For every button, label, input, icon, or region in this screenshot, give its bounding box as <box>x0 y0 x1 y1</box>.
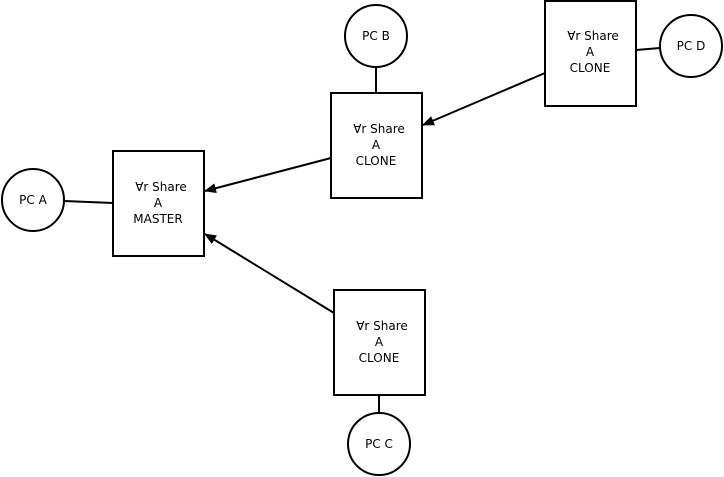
share-master-line2: A <box>154 196 163 210</box>
share-clone-c-line1: Ɐr Share <box>356 319 408 333</box>
share-clone-b-line2: A <box>372 138 381 152</box>
share-clone-c-line2: A <box>375 335 384 349</box>
pc-a-label: PC A <box>19 193 47 207</box>
pc-b-label: PC B <box>362 29 390 43</box>
clone-b-to-master-arrow <box>204 157 332 194</box>
share-master-line1: Ɐr Share <box>135 180 187 194</box>
share-clone-d-line3: CLONE <box>570 61 611 75</box>
share-clone-d-line2: A <box>586 45 595 59</box>
share-master-line3: MASTER <box>133 212 182 226</box>
pc-d-link <box>635 47 661 51</box>
share-master-node: Ɐr Share A MASTER <box>112 150 205 257</box>
pc-b-node: PC B <box>344 4 408 68</box>
pc-d-node: PC D <box>659 14 723 78</box>
share-clone-d-node: Ɐr Share A CLONE <box>544 0 637 107</box>
pc-d-label: PC D <box>677 39 706 53</box>
pc-c-node: PC C <box>347 412 411 476</box>
clone-c-to-master-arrow <box>204 233 335 314</box>
share-clone-b-node: Ɐr Share A CLONE <box>330 92 423 199</box>
share-clone-c-line3: CLONE <box>359 351 400 365</box>
share-clone-b-line3: CLONE <box>356 154 397 168</box>
pc-a-link <box>63 200 114 204</box>
pc-a-node: PC A <box>1 168 65 232</box>
share-clone-b-line1: Ɐr Share <box>353 122 405 136</box>
pc-c-label: PC C <box>365 437 393 451</box>
clone-d-to-clone-b-arrow <box>422 72 546 126</box>
share-clone-c-node: Ɐr Share A CLONE <box>333 289 426 396</box>
share-clone-d-line1: Ɐr Share <box>567 29 619 43</box>
